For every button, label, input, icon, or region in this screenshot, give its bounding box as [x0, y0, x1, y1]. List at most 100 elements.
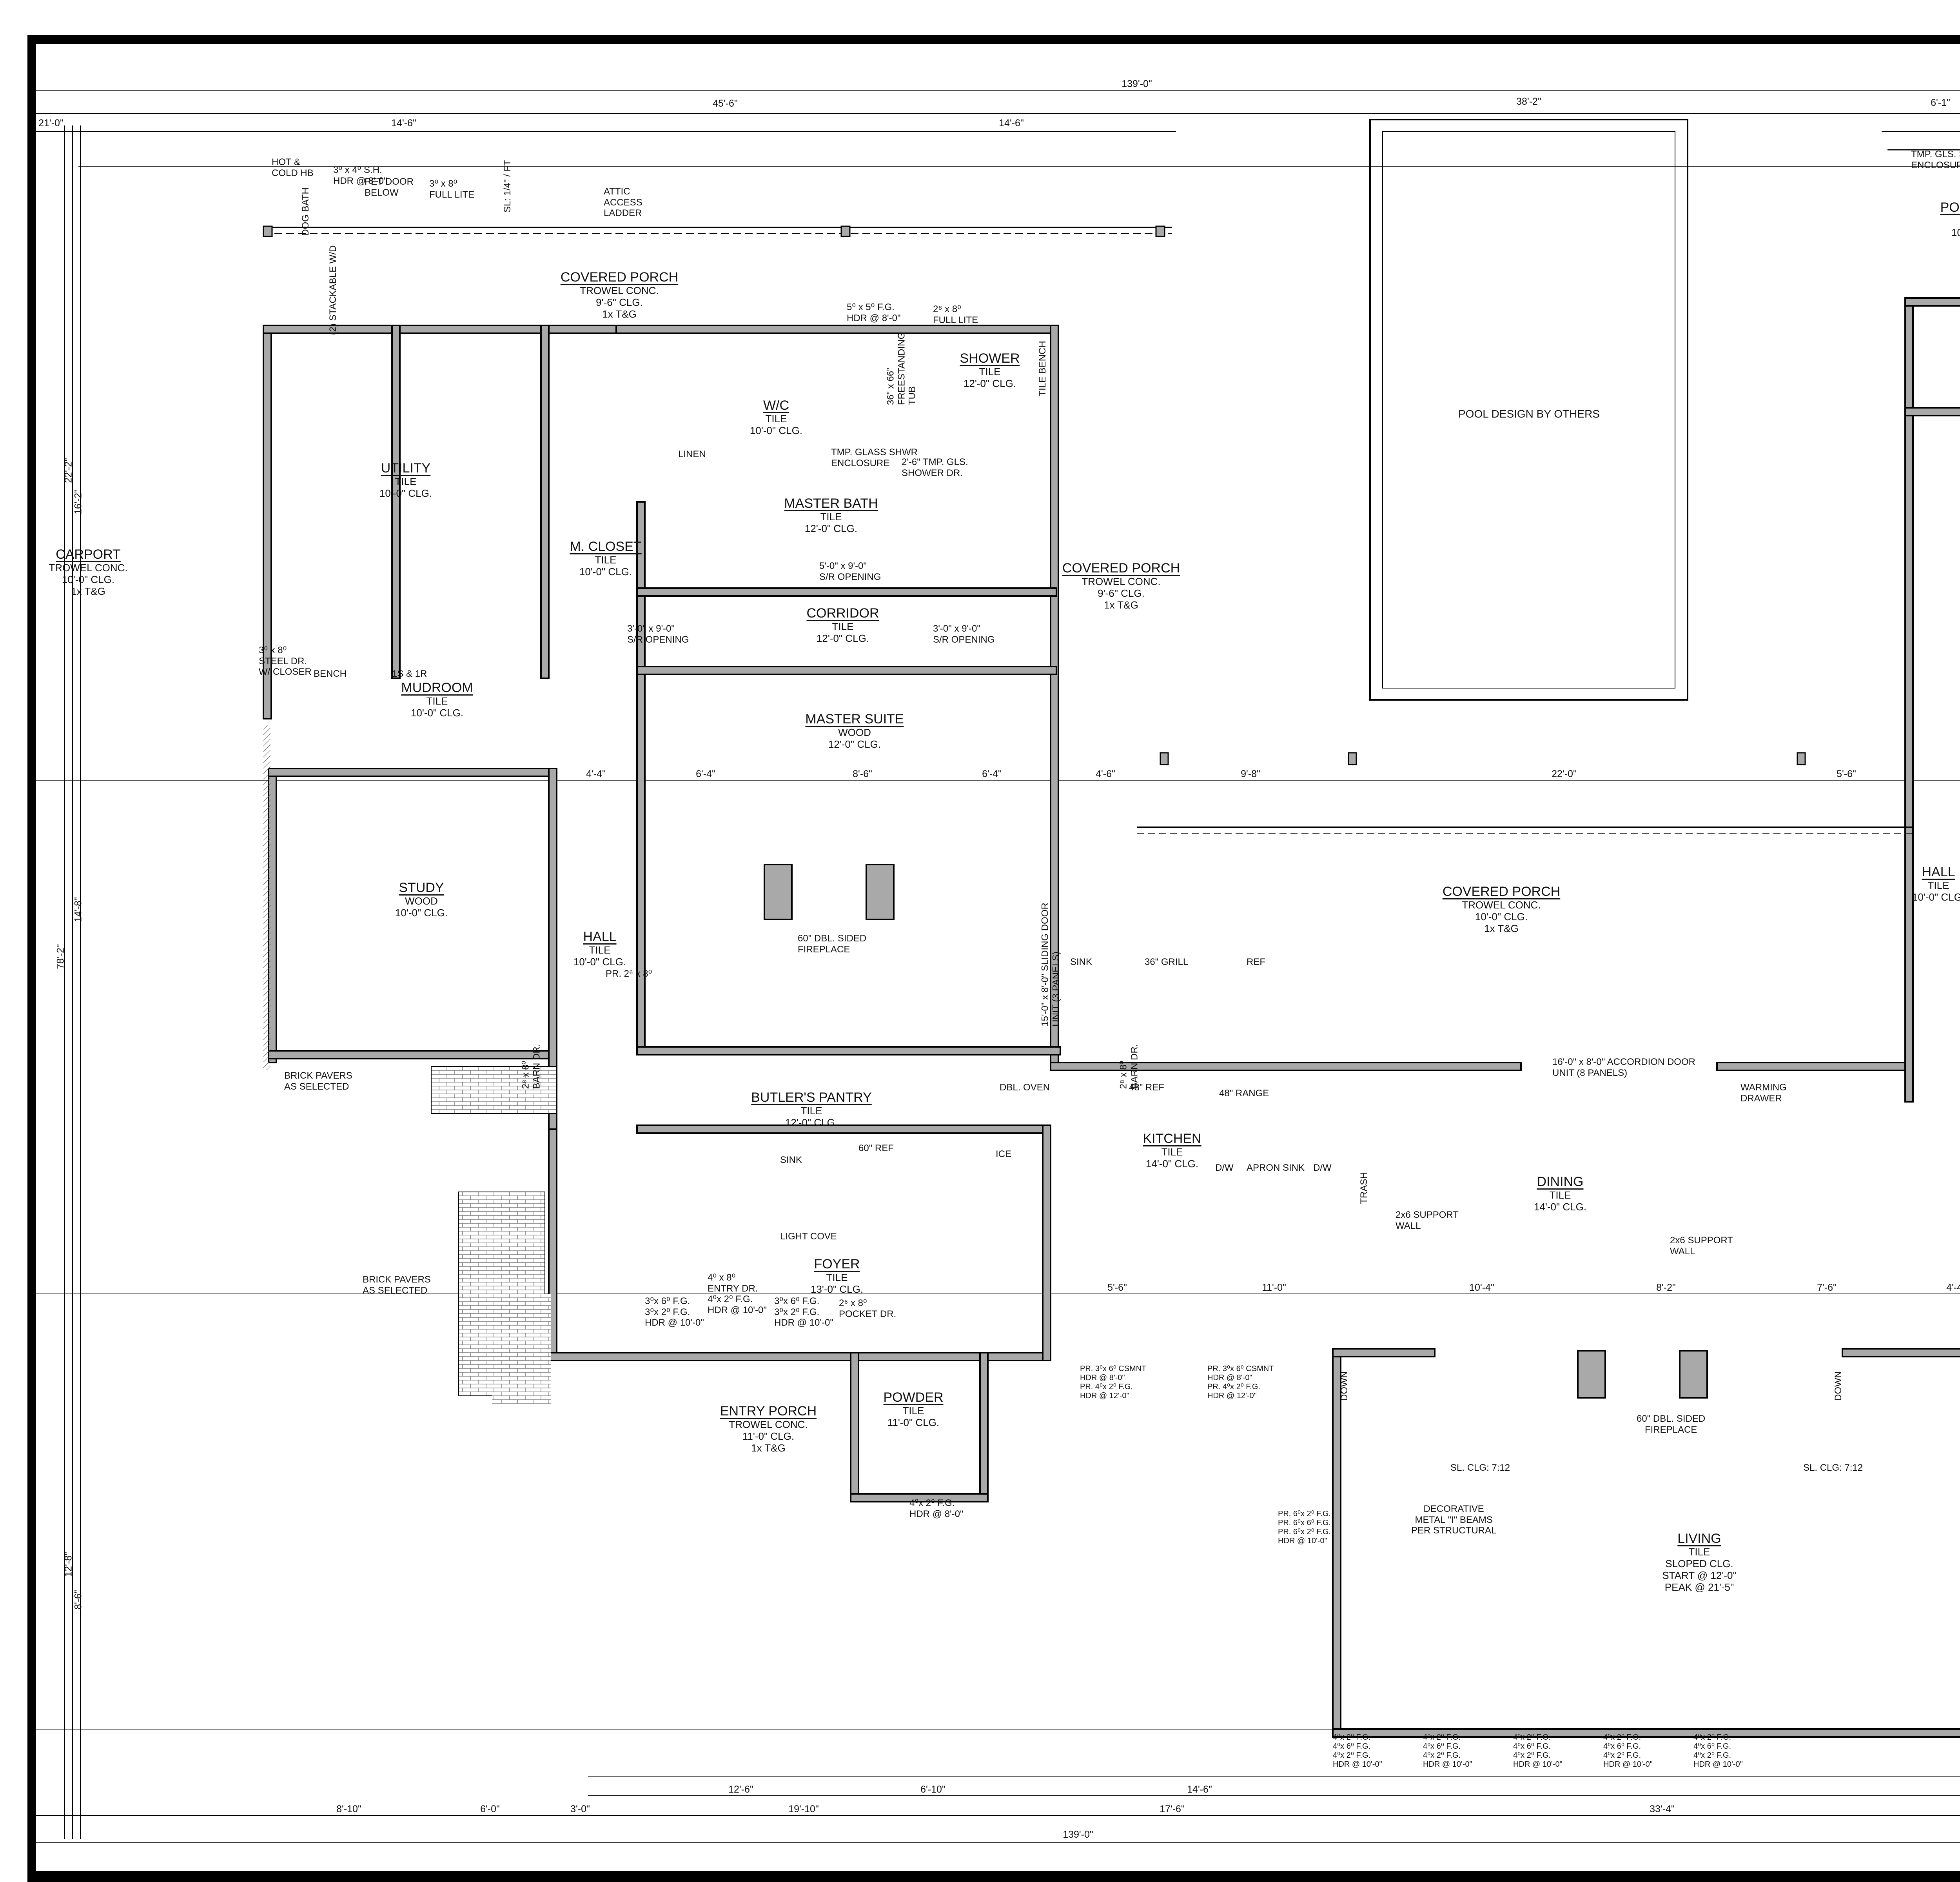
dim-left-16-2: 16'-2" [73, 489, 84, 514]
room-master-suite: MASTER SUITE WOOD 12'-0" CLG. [805, 712, 904, 750]
dim-din-10-4: 10'-4" [1469, 1282, 1494, 1293]
dim-top-45-6: 45'-6" [713, 98, 738, 109]
dim-din-11: 11'-0" [1262, 1282, 1286, 1293]
room-utility: UTILITY TILE 10'-0" CLG. [379, 461, 432, 499]
note-ref: REF [1247, 957, 1265, 967]
dim-bot-19-10: 19'-10" [788, 1804, 819, 1815]
room-corridor: CORRIDOR TILE 12'-0" CLG. [806, 606, 879, 644]
note-sr-5x9: 5'-0" x 9'-0" S/R OPENING [819, 561, 881, 582]
note-csmnt-1: PR. 3⁰x 6⁰ CSMNT HDR @ 8'-0" PR. 4⁰x 2⁰ … [1080, 1364, 1147, 1400]
dim-overall-width-top: 139'-0" [1122, 78, 1152, 89]
room-pool-bath: POOL BATH TILE 10'-0" CLG. [1940, 200, 1960, 238]
dim-top-14-6-b: 14'-6" [999, 118, 1024, 129]
dim-din-7-6: 7'-6" [1817, 1282, 1837, 1293]
dim-bot-6-0: 6'-0" [480, 1804, 500, 1815]
note-brick-pavers-1: BRICK PAVERS AS SELECTED [284, 1070, 352, 1092]
note-living-south-1: 4⁰x 2⁰ F.G. 4⁰x 6⁰ F.G. 4⁰x 2⁰ F.G. HDR … [1333, 1733, 1382, 1769]
note-fireplace-living: 60" DBL. SIDED FIREPLACE [1637, 1413, 1706, 1435]
note-sr-3x9-b: 3'-0" x 9'-0" S/R OPENING [933, 623, 995, 645]
note-pool-glass: TMP. GLS. SHOWER ENCLOSURE [1911, 149, 1960, 171]
dim-left-12-8: 12'-8" [63, 1552, 74, 1577]
note-powder-win: 4⁰x 2⁰ F.G. HDR @ 8'-0" [909, 1498, 964, 1519]
note-window-mb: 5⁰ x 5⁰ F.G. HDR @ 8'-0" [847, 302, 901, 323]
dim-mid-6-4-a: 6'-4" [696, 768, 715, 779]
room-covered-porch-north: COVERED PORCH TROWEL CONC. 9'-6" CLG. 1x… [560, 270, 679, 320]
note-door-util: 3⁰ x 8⁰ FULL LITE [429, 178, 475, 200]
note-tub: 36" x 66" FREESTANDING TUB [885, 332, 918, 405]
dim-mid-22: 22'-0" [1552, 768, 1577, 779]
note-sink-pantry: SINK [780, 1155, 802, 1165]
dim-mid-6-4-b: 6'-4" [982, 768, 1002, 779]
note-powder-pocket: 2⁶ x 8⁰ POCKET DR. [839, 1298, 897, 1319]
note-living-south-2: 4⁰x 2⁰ F.G. 4⁰x 6⁰ F.G. 4⁰x 2⁰ F.G. HDR … [1423, 1733, 1472, 1769]
note-living-south-4: 4⁰x 2⁰ F.G. 4⁰x 6⁰ F.G. 4⁰x 2⁰ F.G. HDR … [1603, 1733, 1653, 1769]
note-linen: LINEN [678, 449, 706, 460]
room-wc-master: W/C TILE 10'-0" CLG. [750, 398, 803, 436]
dim-mid-4-6: 4'-6" [1096, 768, 1115, 779]
room-foyer: FOYER TILE 13'-0" CLG. [810, 1257, 864, 1295]
dim-bot-3-0: 3'-0" [570, 1804, 590, 1815]
note-entry-door: 4⁰ x 8⁰ ENTRY DR. 4⁰x 2⁰ F.G. HDR @ 10'-… [708, 1272, 767, 1315]
dim-top-14-6-a: 14'-6" [391, 118, 416, 129]
room-entry-porch: ENTRY PORCH TROWEL CONC. 11'-0" CLG. 1x … [720, 1404, 817, 1454]
dim-din-4-4: 4'-4" [1946, 1282, 1960, 1293]
note-stackable: (2) STACKABLE W/D [328, 245, 339, 335]
dim-left-8-6: 8'-6" [73, 1590, 84, 1610]
note-glass-encl: TMP. GLASS SHWR ENCLOSURE [831, 447, 918, 469]
note-sr-3x9-a: 3'-0" x 9'-0" S/R OPENING [627, 623, 689, 645]
dim-top-6-1-a: 6'-1" [1931, 97, 1950, 108]
note-window-utility: 3⁰ x 4⁰ S.H. HDR @ 8'-0" [333, 165, 387, 186]
note-ref-48: 48" REF [1129, 1082, 1164, 1093]
dim-left-78-2: 78'-2" [55, 944, 66, 969]
room-living: LIVING TILE SLOPED CLG. START @ 12'-0" P… [1662, 1531, 1737, 1593]
note-sl-clg-w: SL. CLG: 7:12 [1450, 1462, 1510, 1473]
room-hall-east: HALL TILE 10'-0" CLG. [1912, 865, 1960, 903]
dim-bot-8-10: 8'-10" [336, 1804, 361, 1815]
note-sl-clg-e: SL. CLG: 7:12 [1803, 1462, 1863, 1473]
pool-width-dim: 38'-2" [1516, 96, 1541, 107]
dim-mid-8-6: 8'-6" [853, 768, 872, 779]
note-down-1: DOWN [1339, 1371, 1350, 1401]
sheet-border [27, 35, 1960, 1882]
note-foyer-win-1: 3⁰x 6⁰ F.G. 3⁰x 2⁰ F.G. HDR @ 10'-0" [645, 1296, 704, 1328]
note-shower-door: 2'-6" TMP. GLS. SHOWER DR. [902, 457, 968, 478]
note-range-48: 48" RANGE [1219, 1088, 1269, 1099]
dim-bot-17-6: 17'-6" [1160, 1804, 1185, 1815]
note-shower-lite: 2⁸ x 8⁰ FULL LITE [933, 304, 978, 325]
note-pet-door: PET DOOR BELOW [365, 176, 414, 198]
note-bench: BENCH [314, 669, 347, 679]
note-dw-1: D/W [1215, 1163, 1234, 1173]
note-dbl-oven: DBL. OVEN [1000, 1082, 1050, 1093]
note-foyer-win-2: 3⁰x 6⁰ F.G. 3⁰x 2⁰ F.G. HDR @ 10'-0" [774, 1296, 833, 1328]
note-1s1r-mud: 1S & 1R [392, 669, 427, 679]
room-m-closet: M. CLOSET TILE 10'-0" CLG. [570, 539, 642, 578]
note-apron-sink: APRON SINK [1247, 1163, 1305, 1173]
note-support-wall-2: 2x6 SUPPORT WALL [1670, 1235, 1733, 1257]
room-butlers-pantry: BUTLER'S PANTRY TILE 12'-0" CLG. [751, 1090, 872, 1128]
note-support-wall-1: 2x6 SUPPORT WALL [1396, 1210, 1459, 1231]
dim-mid-5-6: 5'-6" [1837, 768, 1856, 779]
note-sink-porch: SINK [1070, 957, 1093, 967]
note-barn-dr-1: 2⁸ x 8⁰ BARN DR. [520, 1044, 542, 1089]
dim-mid-4-4: 4'-4" [586, 768, 606, 779]
dim-din-8-2: 8'-2" [1656, 1282, 1676, 1293]
dim-overall-width-bottom: 139'-0" [1063, 1829, 1093, 1840]
note-slope-util: SL: 1/4" / FT [502, 160, 513, 213]
dim-din-5-6: 5'-6" [1107, 1282, 1127, 1293]
note-down-2: DOWN [1833, 1371, 1844, 1401]
note-ice: ICE [996, 1149, 1012, 1159]
dim-bot-6-10-a: 6'-10" [920, 1784, 946, 1795]
dim-bot-33-4: 33'-4" [1650, 1804, 1675, 1815]
note-light-cove-foyer: LIGHT COVE [780, 1231, 837, 1242]
note-brick-pavers-2: BRICK PAVERS AS SELECTED [363, 1274, 431, 1296]
room-mudroom: MUDROOM TILE 10'-0" CLG. [401, 680, 473, 719]
note-csmnt-2: PR. 3⁰x 6⁰ CSMNT HDR @ 8'-0" PR. 4⁰x 2⁰ … [1207, 1364, 1274, 1400]
note-grill: 36" GRILL [1145, 957, 1189, 967]
note-accordion: 16'-0" x 8'-0" ACCORDION DOOR UNIT (8 PA… [1552, 1057, 1695, 1078]
dim-left-14-8: 14'-8" [73, 897, 84, 922]
room-shower: SHOWER TILE 12'-0" CLG. [960, 351, 1020, 389]
note-living-south-3: 4⁰x 2⁰ F.G. 4⁰x 6⁰ F.G. 4⁰x 2⁰ F.G. HDR … [1513, 1733, 1563, 1769]
note-sliding-door: 15'-0" x 8'-0" SLIDING DOOR UNIT (3 PANE… [1040, 903, 1061, 1026]
note-decorative-beams: DECORATIVE METAL "I" BEAMS PER STRUCTURA… [1411, 1504, 1497, 1536]
